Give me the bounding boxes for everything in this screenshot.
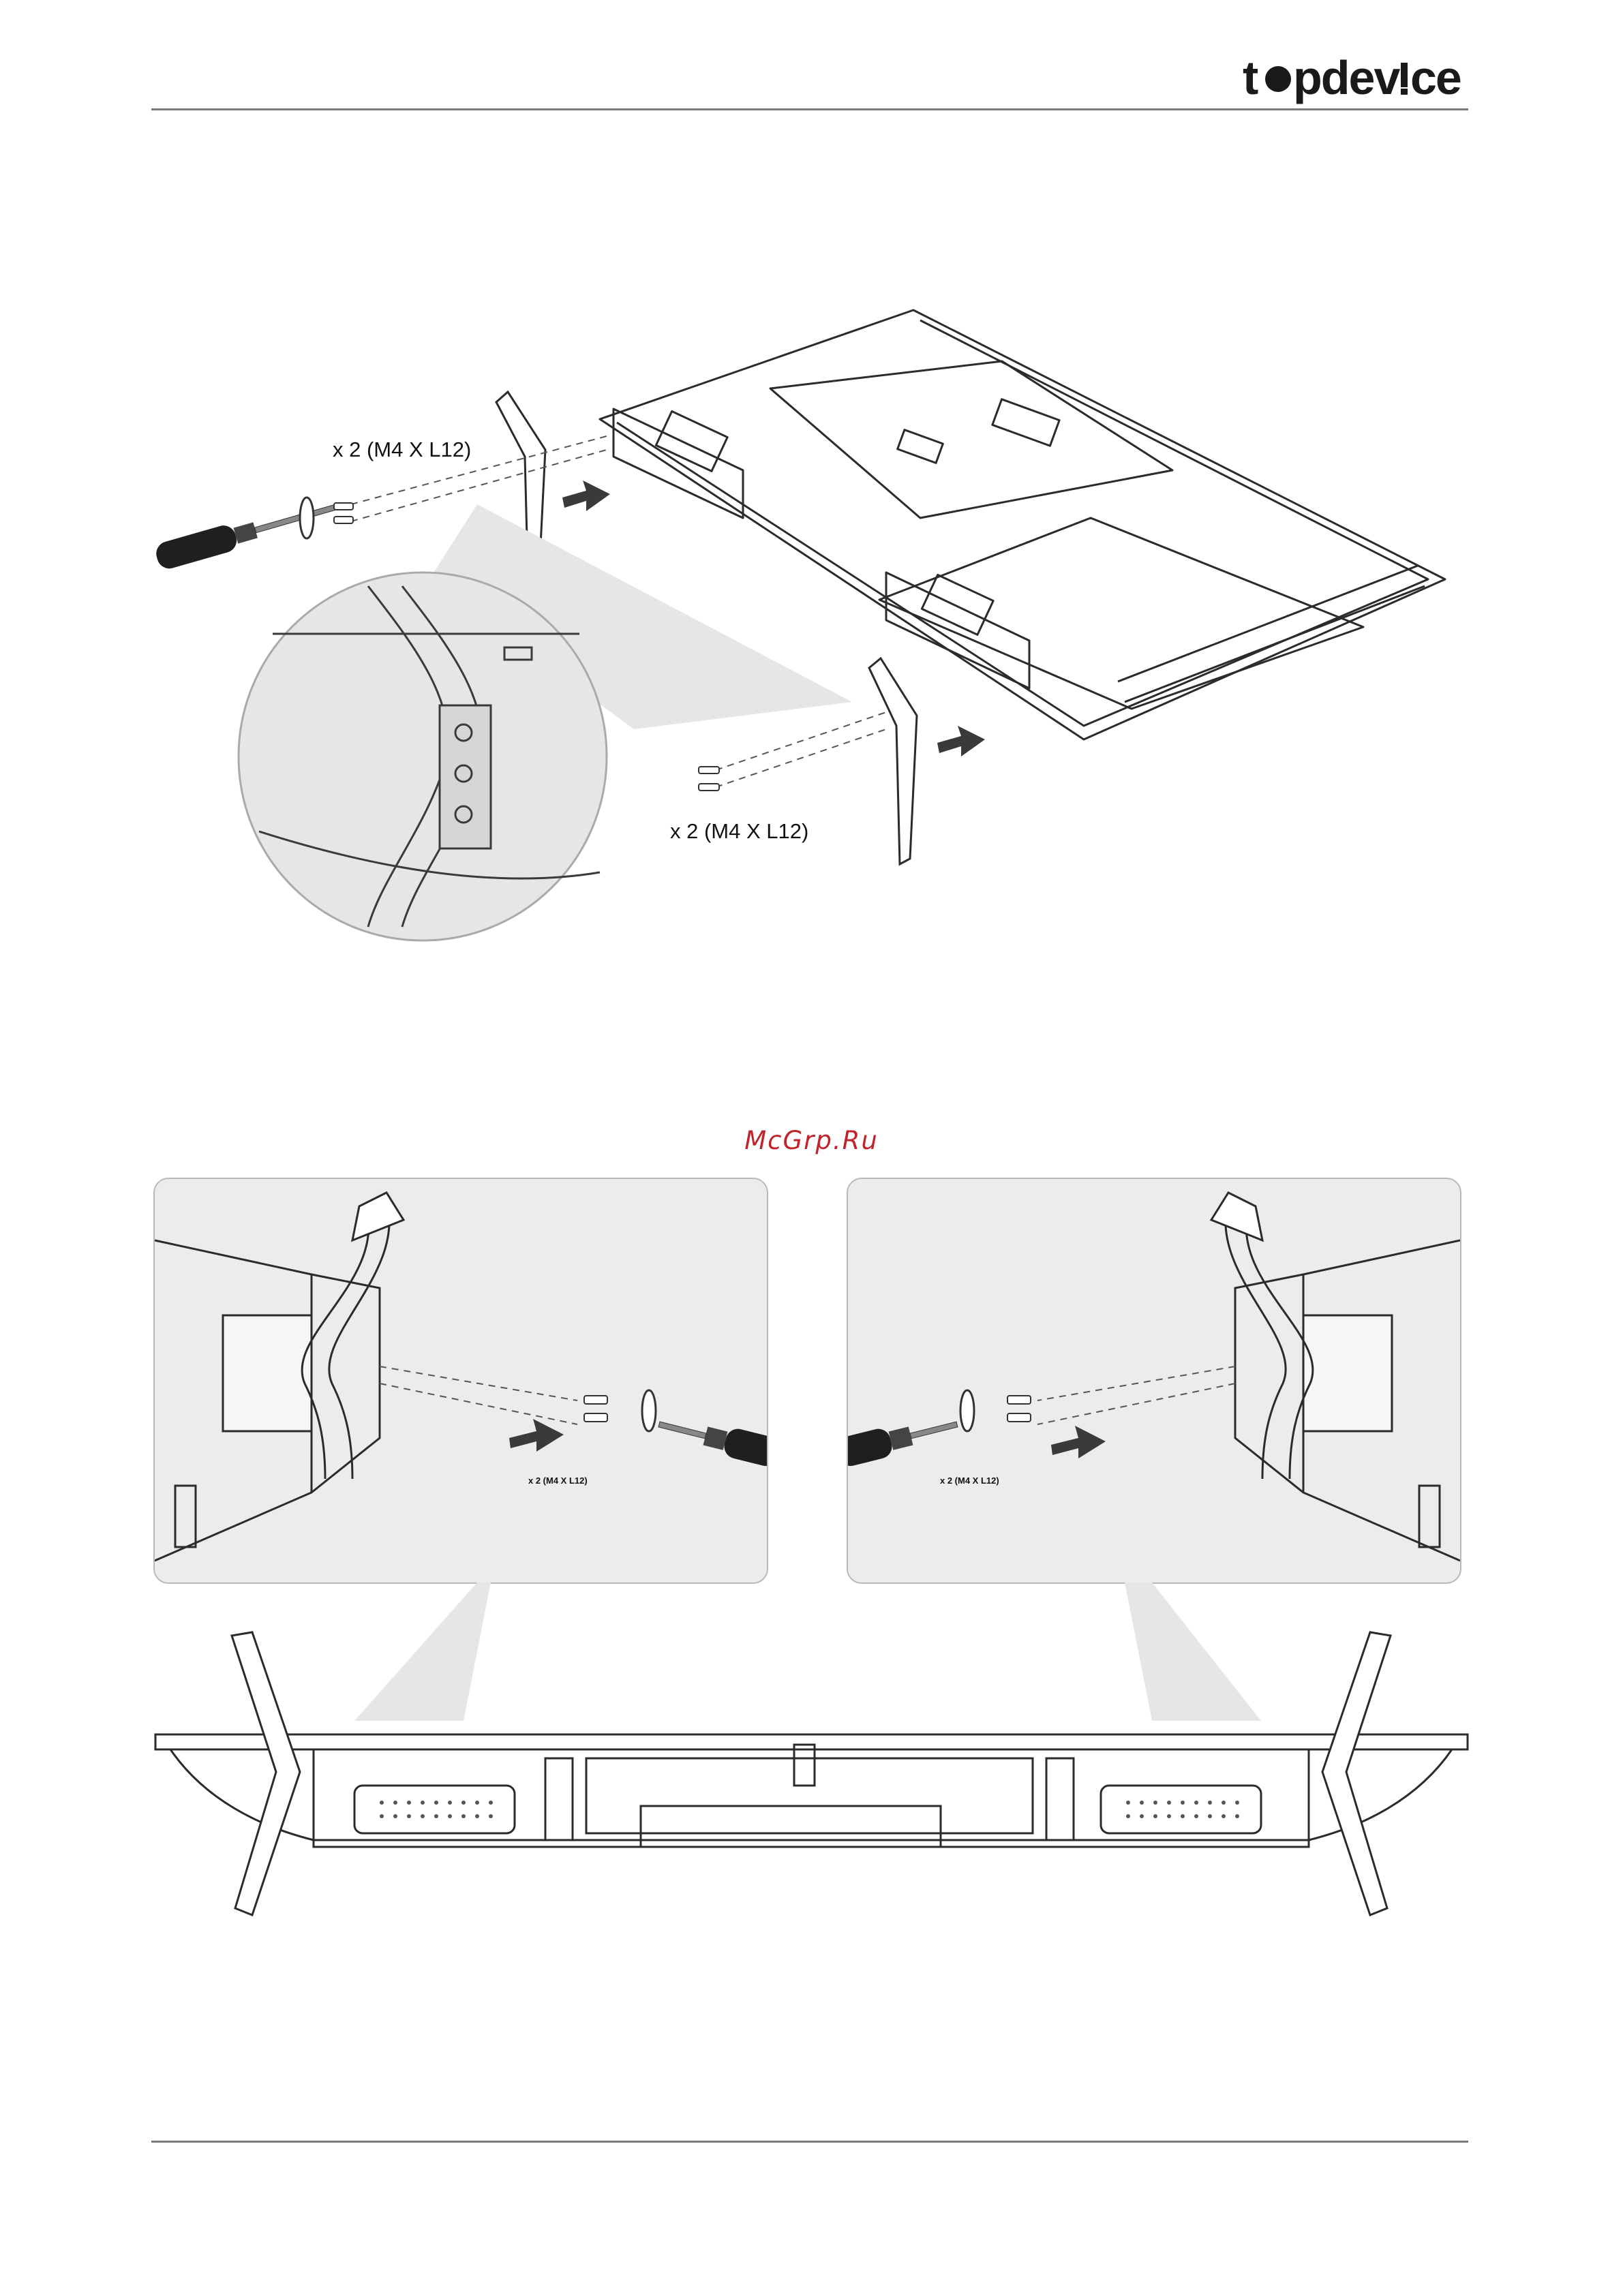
- footer-rule: [151, 2141, 1468, 2143]
